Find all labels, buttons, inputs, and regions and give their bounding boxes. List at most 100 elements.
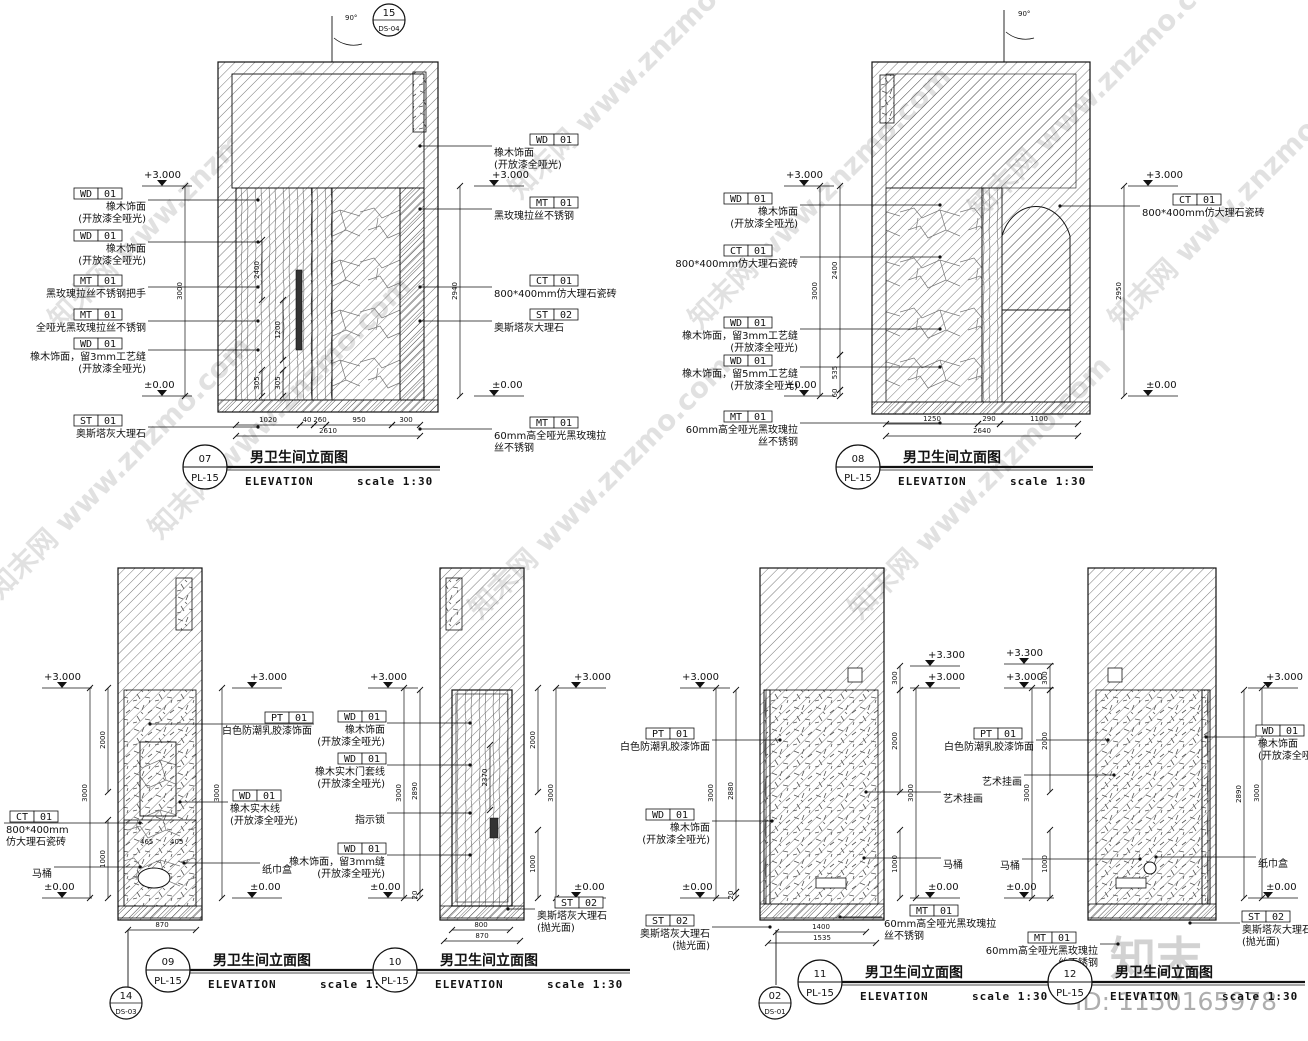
arrow-dot xyxy=(938,327,942,331)
tag-code: WD xyxy=(80,231,92,242)
note-text: 60mm高全哑光黑玫瑰拉 xyxy=(986,944,1098,957)
scale-label: scale 1:30 xyxy=(1010,475,1086,488)
arrow-dot xyxy=(256,240,260,244)
vertical-dimension: 2000 xyxy=(529,684,542,796)
wall-niche xyxy=(139,741,177,817)
dim-text: 3000 xyxy=(811,282,819,300)
level-text: ±0.00 xyxy=(1006,882,1037,893)
level-text: ±0.00 xyxy=(370,882,401,893)
ceiling-hatch xyxy=(885,73,1077,189)
vertical-dimension: 20 xyxy=(727,888,740,902)
level-marker: ±0.00 xyxy=(1004,882,1054,899)
arrow-dot xyxy=(418,427,422,431)
watermark-id: ID: 1150165978 xyxy=(1075,987,1277,1016)
note-text: 60mm高全哑光黑玫瑰拉 xyxy=(884,917,996,930)
dim-tick xyxy=(104,788,112,796)
vertical-dimension: 60 xyxy=(831,386,844,400)
tag-code: WD xyxy=(652,810,664,821)
tag-number: 01 xyxy=(560,198,572,209)
dim-tick xyxy=(974,420,982,428)
view-number: 10 xyxy=(389,957,402,968)
level-marker: ±0.00 xyxy=(680,882,730,899)
sheet-ref: PL-15 xyxy=(154,976,182,987)
note-subtext: (抛光面) xyxy=(537,921,575,934)
arrow-dot xyxy=(938,255,942,259)
tag-number-box xyxy=(747,410,773,423)
dim-tick xyxy=(416,888,424,896)
arrow-dot xyxy=(938,365,942,369)
level-marker: ±0.00 xyxy=(232,882,282,899)
dim-text: 1200 xyxy=(274,321,282,339)
tag-code: WD xyxy=(730,194,742,205)
level-text: +3.000 xyxy=(928,672,965,683)
tag-number: 01 xyxy=(754,194,766,205)
dim-text: 2640 xyxy=(973,427,991,435)
painted-wall xyxy=(765,689,879,905)
callout-note: 纸巾盒 xyxy=(1154,855,1288,870)
level-triangle xyxy=(247,682,257,688)
tag-number: 01 xyxy=(754,246,766,257)
dim-tick xyxy=(448,926,456,934)
tag-number-box xyxy=(553,308,579,321)
level-triangle xyxy=(247,892,257,898)
level-triangle xyxy=(489,390,499,396)
level-text: ±0.00 xyxy=(1146,380,1177,391)
arrow-dot xyxy=(778,738,782,742)
tag-number-box xyxy=(933,904,959,917)
note-text: 60mm高全哑光黑玫瑰拉 xyxy=(686,423,798,436)
toilet xyxy=(137,867,171,889)
level-triangle xyxy=(489,180,499,186)
horizontal-dimension: 300 xyxy=(388,416,424,429)
elevation-08: +3.000±0.00+3.000±0.00300024005356029501… xyxy=(675,10,1265,490)
view-title: 男卫生间立面图 xyxy=(440,952,538,969)
note-text: 橡木饰面 xyxy=(106,200,146,213)
level-triangle xyxy=(57,892,67,898)
arrow-dot xyxy=(468,811,472,815)
dim-tick xyxy=(816,182,824,190)
vertical-dimension: 2880 xyxy=(727,686,740,896)
tag-code: CT xyxy=(1179,195,1191,206)
floor-slab xyxy=(871,401,1091,415)
level-triangle xyxy=(1019,658,1029,664)
dim-tick xyxy=(258,366,266,374)
view-number: 09 xyxy=(162,957,175,968)
dim-tick xyxy=(896,686,904,694)
vertical-dimension: 2890 xyxy=(411,686,424,896)
dim-text: 870 xyxy=(475,932,488,940)
tag-code: MT xyxy=(916,906,928,917)
tag-number: 01 xyxy=(560,418,572,429)
dim-text: 1250 xyxy=(923,415,941,423)
arrow-dot xyxy=(178,800,182,804)
dim-text: 800 xyxy=(474,921,487,929)
vertical-dimension: 3000 xyxy=(213,684,226,902)
tag-code: ST xyxy=(1248,912,1260,923)
section-sheet: DS-04 xyxy=(378,25,400,33)
note-subtext: 仿大理石瓷砖 xyxy=(6,835,66,848)
level-text: ±0.00 xyxy=(144,380,175,391)
note-text: 纸巾盒 xyxy=(1258,857,1288,870)
watermark-logo-text: 知末 xyxy=(1110,932,1202,986)
dim-text: 2610 xyxy=(319,427,337,435)
dim-tick xyxy=(1046,662,1054,670)
vertical-dimension: 2400 xyxy=(831,182,844,359)
tag-number: 02 xyxy=(585,898,597,909)
dim-tick xyxy=(896,662,904,670)
side-strip xyxy=(879,74,895,124)
tag-number: 01 xyxy=(104,310,116,321)
tag-code: WD xyxy=(1262,726,1274,737)
dim-tick xyxy=(912,894,920,902)
tag-number-box xyxy=(747,354,773,367)
tag-number: 01 xyxy=(368,754,380,765)
note-text: 橡木饰面 xyxy=(670,821,710,834)
note-text: 艺术挂画 xyxy=(943,792,983,805)
note-text: 黑玫瑰拉丝不锈钢把手 xyxy=(46,287,146,300)
